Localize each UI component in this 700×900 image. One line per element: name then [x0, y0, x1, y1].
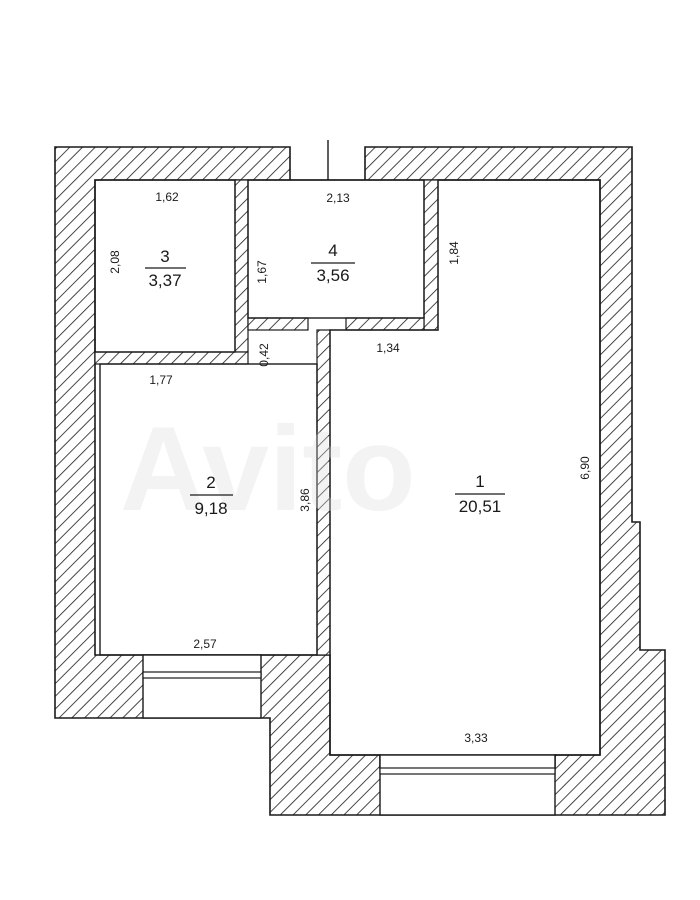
room-4-number: 4 — [328, 241, 337, 260]
room-3-area: 3,37 — [148, 271, 181, 290]
wall-room3-bottom — [94, 351, 249, 365]
window-room2 — [142, 654, 262, 719]
dim-room2-height: 3,86 — [298, 488, 312, 512]
room-1-outline — [329, 179, 601, 756]
window-room1 — [379, 754, 556, 816]
dim-room4-width: 2,13 — [326, 191, 350, 205]
dim-room1-upper-width: 1,84 — [447, 241, 461, 265]
watermark: Avito — [120, 402, 416, 536]
room-3-outline — [94, 179, 236, 353]
dim-room1-bottom: 3,33 — [464, 731, 488, 745]
wall-room4-bottom-right — [345, 317, 425, 331]
dim-room2-bottom: 2,57 — [193, 637, 217, 651]
room-2-area: 9,18 — [194, 499, 227, 518]
room-2-number: 2 — [206, 473, 215, 492]
room-4-area: 3,56 — [316, 266, 349, 285]
room-4-outline — [247, 179, 425, 319]
room-3-number: 3 — [160, 247, 169, 266]
wall-room4-right — [423, 179, 439, 331]
dim-room4-height: 1,67 — [255, 260, 269, 284]
dim-room2-top: 1,77 — [149, 373, 173, 387]
dim-room3-height: 2,08 — [108, 250, 122, 274]
wall-room3-right — [234, 179, 249, 353]
dim-room1-height: 6,90 — [578, 456, 592, 480]
dim-room4-bottom: 1,34 — [376, 341, 400, 355]
dim-room3-width: 1,62 — [155, 190, 179, 204]
room-1-number: 1 — [475, 472, 484, 491]
wall-room4-bottom-left — [247, 317, 309, 331]
dim-corridor-gap: 0,42 — [257, 343, 271, 367]
room-1-area: 20,51 — [459, 497, 502, 516]
